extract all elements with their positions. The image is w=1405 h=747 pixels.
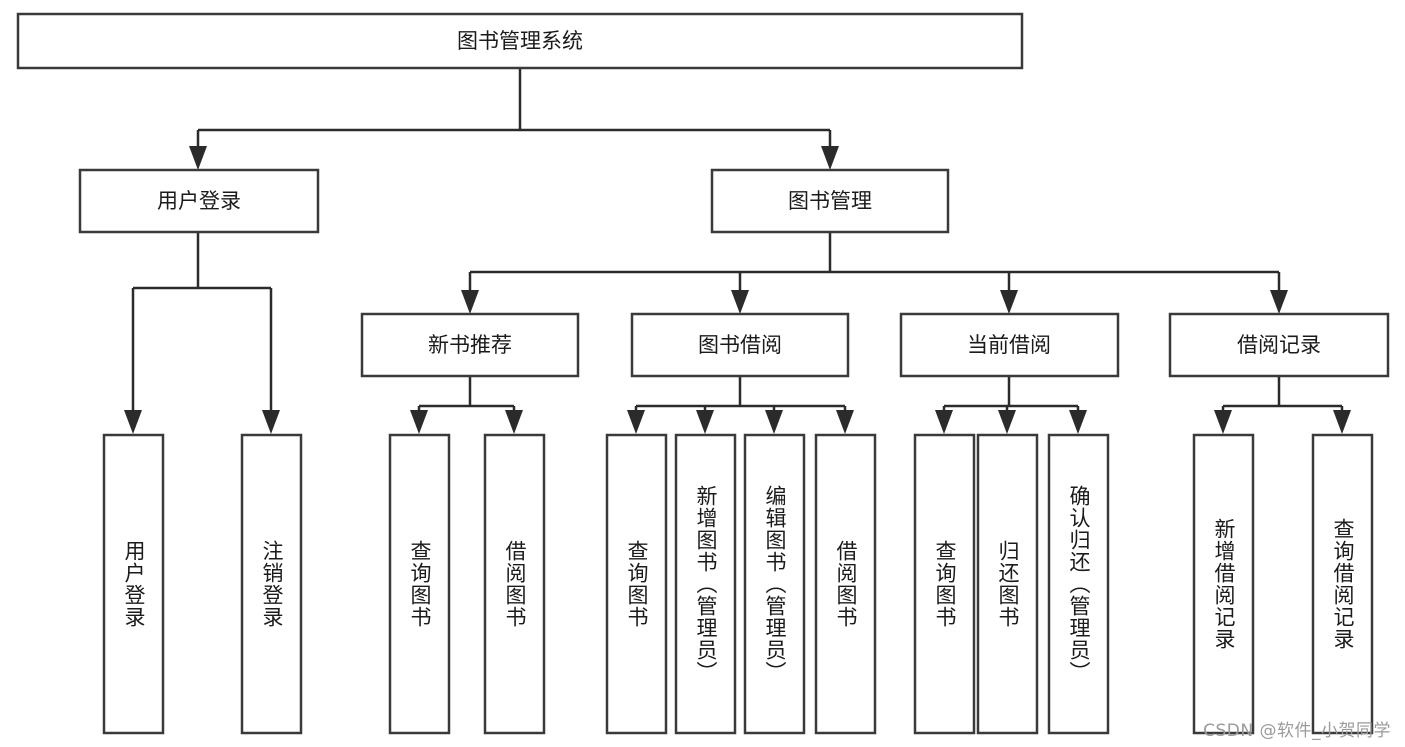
leaf-nbr-query-book-label: 查询图书: [408, 540, 432, 628]
leaf-nbr-query-book[interactable]: 查询图书: [388, 433, 451, 735]
node-root-system-label: 图书管理系统: [457, 29, 583, 53]
arrowhead-leaf-bb-3: [765, 410, 783, 434]
node-book-borrow-label: 图书借阅: [698, 333, 782, 357]
leaf-bb-query-book-box[interactable]: [605, 433, 668, 735]
node-book-manage-label: 图书管理: [788, 189, 872, 213]
node-user-login[interactable]: 用户登录: [78, 168, 320, 234]
arrowhead-leaf-bb-2: [696, 410, 714, 434]
node-new-book-recommend-label: 新书推荐: [428, 333, 512, 357]
leaf-user-login-login-label: 用户登录: [122, 540, 146, 628]
leaf-cb-confirm-return-box[interactable]: [1047, 433, 1110, 735]
node-new-book-recommend[interactable]: 新书推荐: [360, 312, 580, 378]
csdn-watermark: CSDN @软件_小贺同学: [1203, 721, 1391, 741]
leaf-br-query-record-label: 查询借阅记录: [1331, 518, 1355, 650]
leaf-user-login-login-box[interactable]: [102, 433, 165, 735]
node-root-system-box[interactable]: [16, 12, 1024, 70]
node-book-manage-box[interactable]: [710, 168, 950, 234]
node-current-borrow[interactable]: 当前借阅: [899, 312, 1120, 378]
arrowhead-leaf-bb-1: [627, 410, 645, 434]
leaf-br-add-record[interactable]: 新增借阅记录: [1192, 433, 1255, 735]
arrowhead-current-borrow: [1000, 290, 1018, 314]
node-book-manage[interactable]: 图书管理: [710, 168, 950, 234]
leaf-user-login-login[interactable]: 用户登录: [102, 433, 165, 735]
arrowhead-leaf-br-2: [1333, 410, 1351, 434]
node-root-system[interactable]: 图书管理系统: [16, 12, 1024, 70]
leaf-cb-query-book[interactable]: 查询图书: [913, 433, 976, 735]
arrowhead-leaf-br-1: [1214, 410, 1232, 434]
arrowhead-leaf-nbr-2: [505, 410, 523, 434]
connector-group-root: [189, 68, 839, 170]
leaf-cb-return-book-box[interactable]: [976, 433, 1039, 735]
leaf-bb-query-book[interactable]: 查询图书: [605, 433, 668, 735]
node-book-borrow[interactable]: 图书借阅: [630, 312, 850, 378]
leaf-bb-add-book[interactable]: 新增图书（管理员）: [674, 433, 737, 735]
leaf-bb-borrow-book-box[interactable]: [814, 433, 877, 735]
node-current-borrow-label: 当前借阅: [967, 333, 1051, 357]
leaf-cb-return-book-label: 归还图书: [996, 540, 1020, 628]
arrowhead-book-borrow: [731, 290, 749, 314]
node-borrow-record[interactable]: 借阅记录: [1168, 312, 1390, 378]
leaf-br-query-record-box[interactable]: [1311, 433, 1374, 735]
leaf-user-login-logout[interactable]: 注销登录: [240, 433, 303, 735]
leaf-cb-query-book-box[interactable]: [913, 433, 976, 735]
leaf-nbr-query-book-box[interactable]: [388, 433, 451, 735]
node-borrow-record-label: 借阅记录: [1237, 333, 1321, 357]
arrowhead-leaf-bb-4: [836, 410, 854, 434]
leaf-cb-query-book-label: 查询图书: [933, 540, 957, 628]
connector-group-book-manage: [461, 232, 1288, 314]
node-borrow-record-box[interactable]: [1168, 312, 1390, 378]
node-user-login-label: 用户登录: [157, 189, 241, 213]
leaf-nbr-borrow-book-label: 借阅图书: [503, 540, 527, 628]
leaf-bb-borrow-book[interactable]: 借阅图书: [814, 433, 877, 735]
leaf-bb-edit-book-label: 编辑图书（管理员）: [763, 485, 787, 683]
arrowhead-borrow-record: [1270, 290, 1288, 314]
arrowhead-user-login: [189, 146, 207, 170]
arrowhead-leaf-user-login-1: [124, 410, 142, 434]
leaf-user-login-logout-label: 注销登录: [260, 540, 284, 628]
leaf-bb-add-book-box[interactable]: [674, 433, 737, 735]
arrowhead-leaf-cb-2: [998, 410, 1016, 434]
node-new-book-recommend-box[interactable]: [360, 312, 580, 378]
leaf-br-query-record[interactable]: 查询借阅记录: [1311, 433, 1374, 735]
leaf-br-add-record-label: 新增借阅记录: [1212, 518, 1236, 650]
arrowhead-leaf-cb-3: [1069, 410, 1087, 434]
node-user-login-box[interactable]: [78, 168, 320, 234]
arrowhead-book-manage: [821, 146, 839, 170]
connector-group-user-login: [124, 232, 280, 434]
leaf-bb-borrow-book-label: 借阅图书: [834, 540, 858, 628]
connector-group-new-book-recommend: [410, 376, 523, 434]
arrowhead-new-book-recommend: [461, 290, 479, 314]
leaf-bb-add-book-label: 新增图书（管理员）: [694, 485, 718, 683]
connector-group-book-borrow: [627, 376, 854, 434]
leaf-br-add-record-box[interactable]: [1192, 433, 1255, 735]
node-current-borrow-box[interactable]: [899, 312, 1120, 378]
leaf-bb-query-book-label: 查询图书: [625, 540, 649, 628]
leaf-cb-confirm-return[interactable]: 确认归还（管理员）: [1047, 433, 1110, 735]
node-book-borrow-box[interactable]: [630, 312, 850, 378]
arrowhead-leaf-user-login-2: [262, 410, 280, 434]
arrowhead-leaf-nbr-1: [410, 410, 428, 434]
connector-group-borrow-record: [1214, 376, 1351, 434]
arrowhead-leaf-cb-1: [935, 410, 953, 434]
leaf-user-login-logout-box[interactable]: [240, 433, 303, 735]
leaf-bb-edit-book[interactable]: 编辑图书（管理员）: [743, 433, 806, 735]
connector-group-current-borrow: [935, 376, 1087, 434]
leaf-bb-edit-book-box[interactable]: [743, 433, 806, 735]
leaf-cb-return-book[interactable]: 归还图书: [976, 433, 1039, 735]
leaf-nbr-borrow-book-box[interactable]: [483, 433, 546, 735]
leaf-nbr-borrow-book[interactable]: 借阅图书: [483, 433, 546, 735]
leaf-cb-confirm-return-label: 确认归还（管理员）: [1067, 485, 1091, 683]
